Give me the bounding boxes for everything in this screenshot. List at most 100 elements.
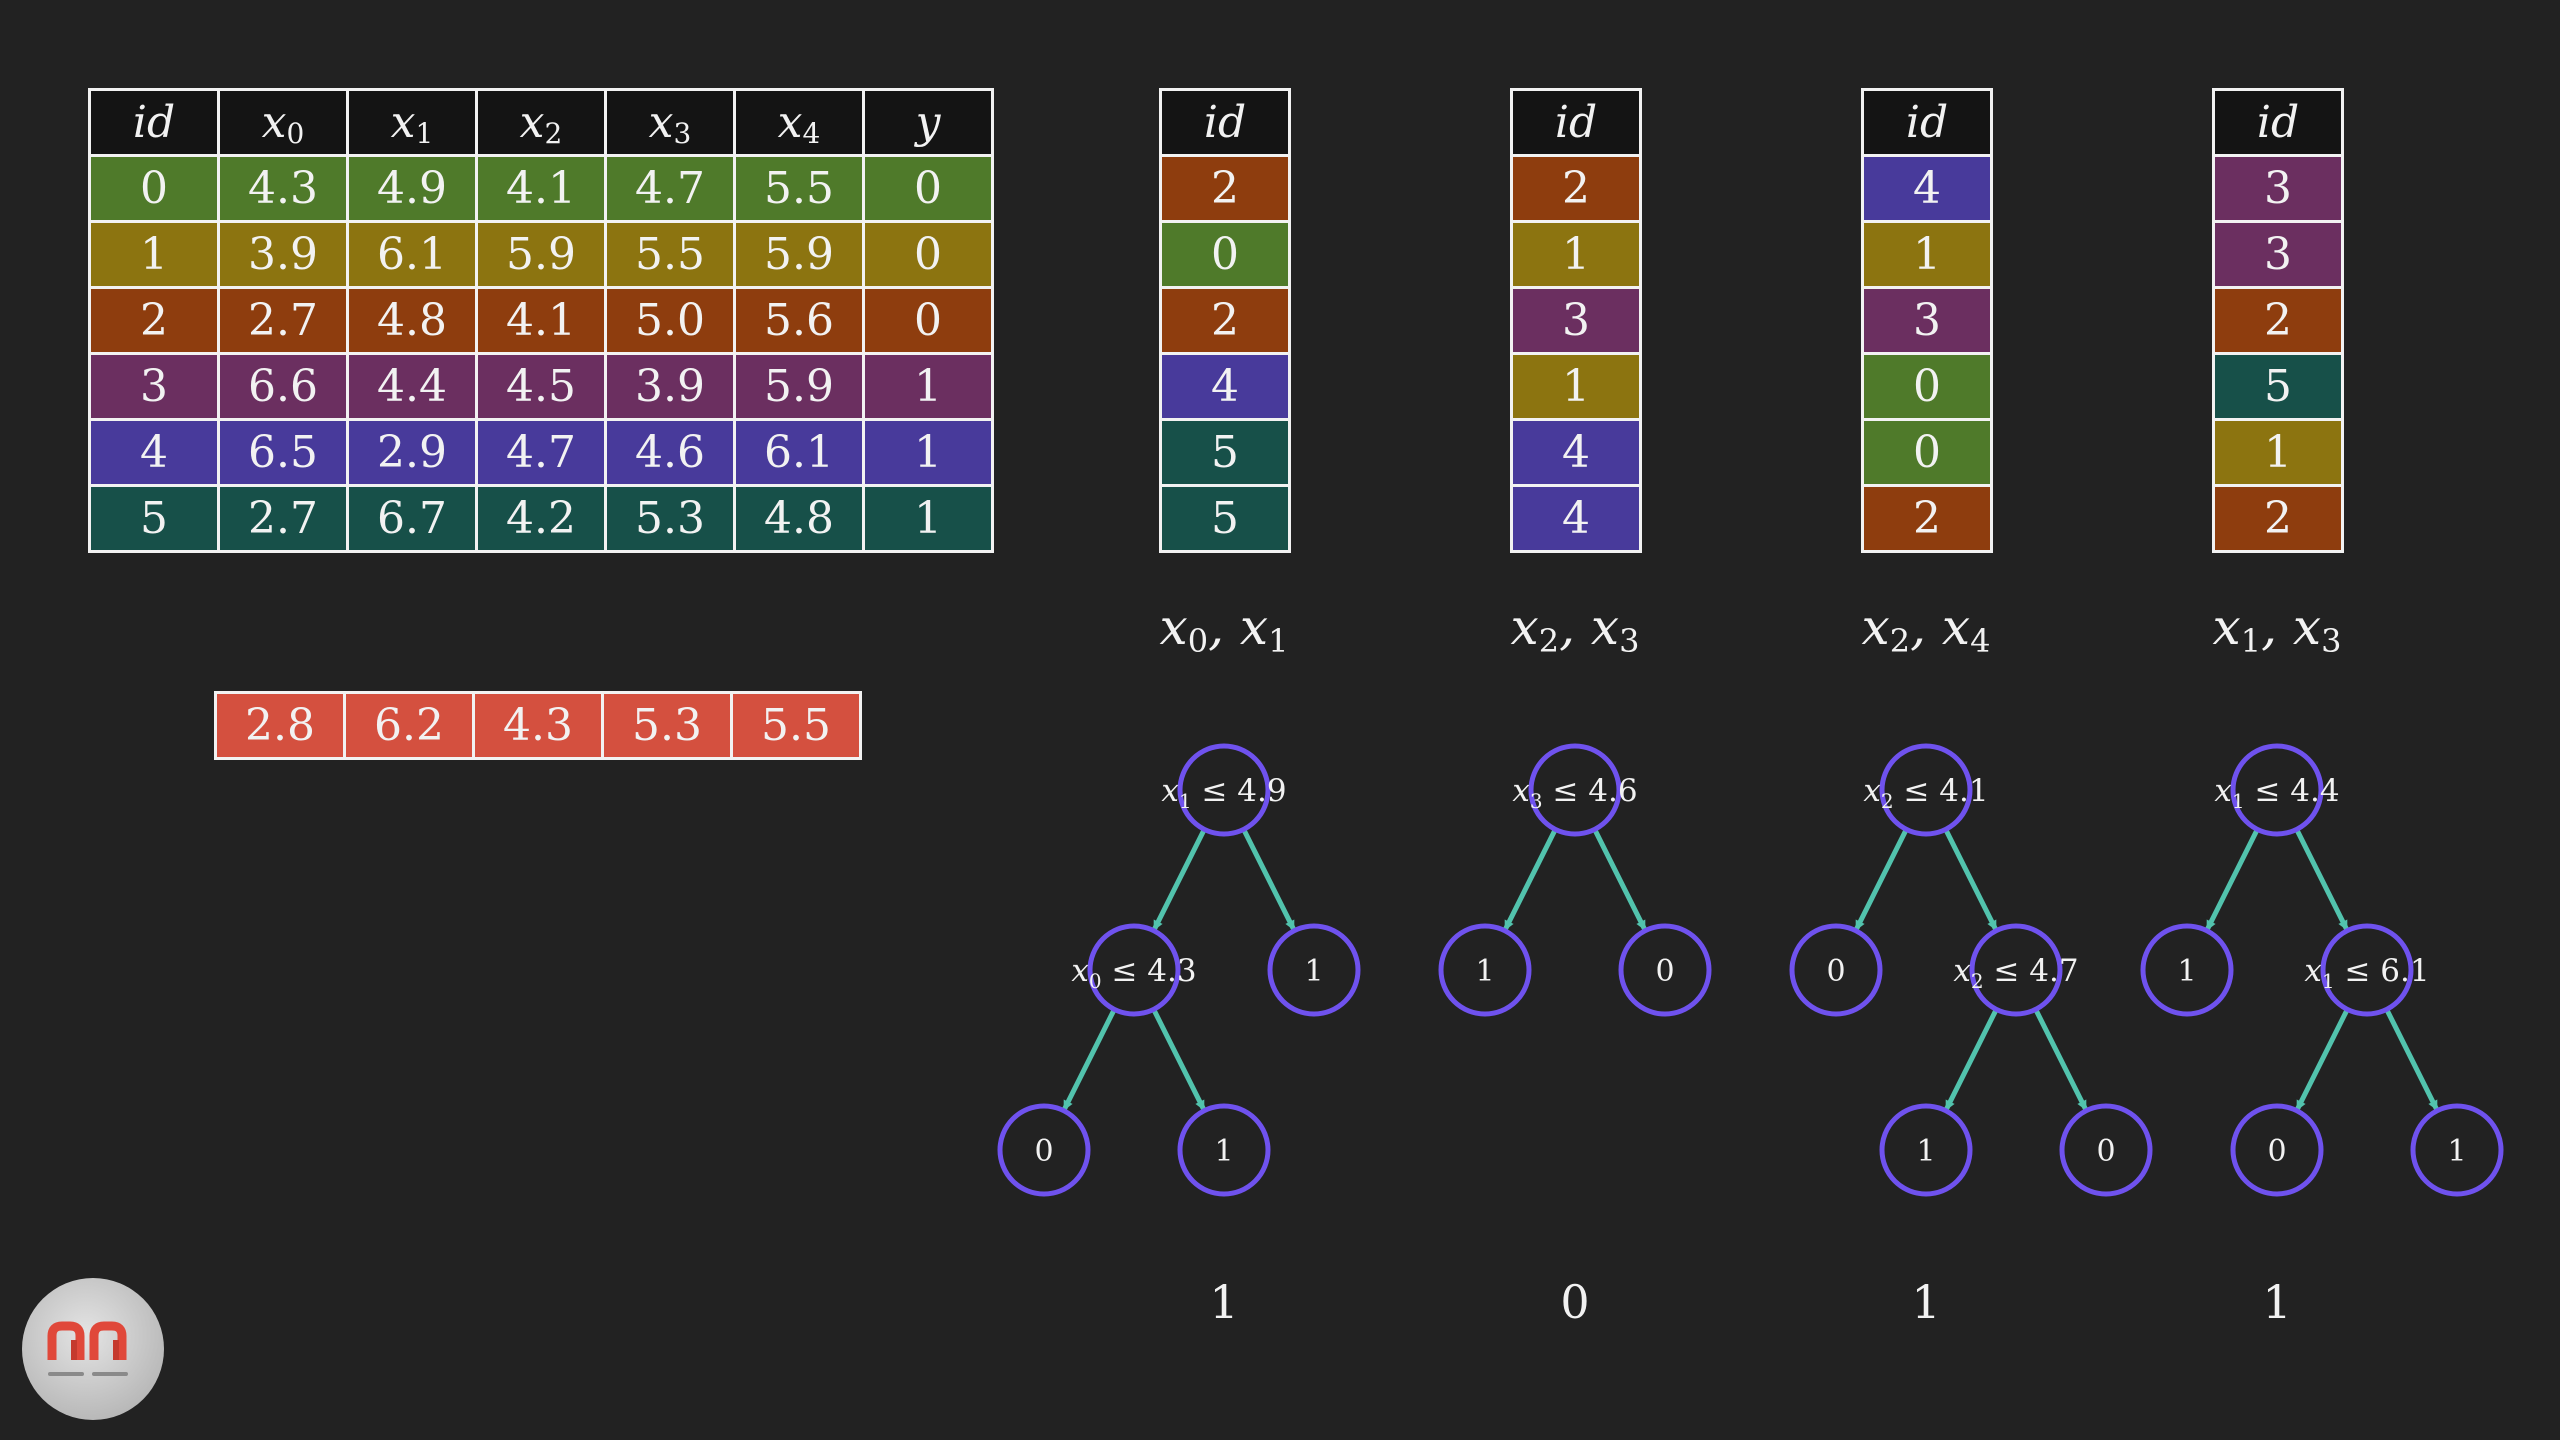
sample-id-cell: 4 — [1861, 154, 1993, 223]
table-cell: 5.6 — [733, 286, 865, 355]
table-cell: 1 — [862, 352, 994, 421]
nn-logo-icon — [22, 1278, 164, 1420]
tree-split-node — [1969, 923, 2063, 1017]
leaf-class-label: 1 — [1475, 954, 1494, 989]
table-cell: 0 — [862, 154, 994, 223]
query-row: 2.8 6.2 4.3 5.3 5.5 — [214, 691, 862, 760]
sample-id-cell: 1 — [1861, 220, 1993, 289]
tree-edge-arrow — [1944, 1008, 1999, 1111]
table-cell: 1 — [862, 484, 994, 553]
query-cell: 5.5 — [730, 691, 862, 760]
tree-prediction-2: 0 — [1560, 1275, 1590, 1329]
split-condition-label: x1 ≤ 4.9 — [1161, 773, 1286, 813]
leaf-class-label: 1 — [1916, 1134, 1935, 1169]
table-row: 5 2.7 6.7 4.2 5.3 4.8 1 — [88, 484, 994, 553]
header-x4: x4 — [733, 88, 865, 157]
sample-id-cell: 3 — [2212, 154, 2344, 223]
split-condition-label: x2 ≤ 4.7 — [1953, 953, 2078, 993]
leaf-class-label: 1 — [2447, 1134, 2466, 1169]
table-cell: 4.5 — [475, 352, 607, 421]
table-cell: 0 — [862, 220, 994, 289]
sample-header: id — [1510, 88, 1642, 157]
tree-edge-arrow — [1241, 828, 1296, 931]
header-x2: x2 — [475, 88, 607, 157]
table-cell: 5.3 — [604, 484, 736, 553]
table-cell: 5.9 — [733, 352, 865, 421]
bootstrap-sample-1: id 2 0 2 4 5 5 — [1159, 88, 1291, 553]
table-cell: 2.9 — [346, 418, 478, 487]
table-cell: 5.5 — [604, 220, 736, 289]
query-row-cells: 2.8 6.2 4.3 5.3 5.5 — [214, 691, 862, 760]
sample-id-cell: 5 — [1159, 484, 1291, 553]
header-id: id — [88, 88, 220, 157]
table-cell: 2 — [88, 286, 220, 355]
query-cell: 4.3 — [472, 691, 604, 760]
tree-leaf-node — [1879, 1103, 1973, 1197]
table-row: 0 4.3 4.9 4.1 4.7 5.5 0 — [88, 154, 994, 223]
sample-header: id — [2212, 88, 2344, 157]
table-cell: 4 — [88, 418, 220, 487]
table-cell: 6.1 — [733, 418, 865, 487]
tree-leaf-node — [2410, 1103, 2504, 1197]
nn-logo-glyph — [47, 1321, 128, 1376]
split-condition-label: x2 ≤ 4.1 — [1863, 773, 1988, 813]
sample-id-cell: 4 — [1159, 352, 1291, 421]
query-cell: 2.8 — [214, 691, 346, 760]
tree-split-node — [2230, 743, 2324, 837]
tree-prediction-4: 1 — [2262, 1275, 2292, 1329]
table-cell: 5.9 — [733, 220, 865, 289]
leaf-class-label: 0 — [1655, 954, 1674, 989]
tree-split-node — [1177, 743, 1271, 837]
header-x3: x3 — [604, 88, 736, 157]
sample-id-cell: 4 — [1510, 484, 1642, 553]
table-cell: 2.7 — [217, 484, 349, 553]
table-row: 1 3.9 6.1 5.9 5.5 5.9 0 — [88, 220, 994, 289]
split-condition-label: x1 ≤ 4.4 — [2214, 773, 2339, 813]
table-cell: 4.2 — [475, 484, 607, 553]
table-cell: 4.7 — [475, 418, 607, 487]
sample-id-cell: 3 — [2212, 220, 2344, 289]
tree-split-node — [1879, 743, 1973, 837]
table-row: 2 2.7 4.8 4.1 5.0 5.6 0 — [88, 286, 994, 355]
table-row: 4 6.5 2.9 4.7 4.6 6.1 1 — [88, 418, 994, 487]
bootstrap-sample-2: id 2 1 3 1 4 4 — [1510, 88, 1642, 553]
sample-id-cell: 2 — [1861, 484, 1993, 553]
sample-id-cell: 0 — [1861, 418, 1993, 487]
table-cell: 1 — [88, 220, 220, 289]
tree-edge-arrow — [1151, 1008, 1206, 1111]
table-cell: 3.9 — [217, 220, 349, 289]
table-row: 3 6.6 4.4 4.5 3.9 5.9 1 — [88, 352, 994, 421]
sample-id-cell: 2 — [2212, 484, 2344, 553]
sample-id-cell: 3 — [1510, 286, 1642, 355]
tree-edge-arrow — [1503, 828, 1558, 931]
table-cell: 4.7 — [604, 154, 736, 223]
table-cell: 4.6 — [604, 418, 736, 487]
table-cell: 3 — [88, 352, 220, 421]
tree-leaf-node — [997, 1103, 1091, 1197]
header-x1: x1 — [346, 88, 478, 157]
sample-id-cell: 0 — [1159, 220, 1291, 289]
tree-split-node — [1528, 743, 1622, 837]
table-cell: 3.9 — [604, 352, 736, 421]
table-cell: 6.5 — [217, 418, 349, 487]
table-cell: 2.7 — [217, 286, 349, 355]
sample-id-cell: 5 — [2212, 352, 2344, 421]
tree-prediction-3: 1 — [1911, 1275, 1941, 1329]
table-header-row: id x0 x1 x2 x3 x4 y — [88, 88, 994, 157]
table-cell: 5.0 — [604, 286, 736, 355]
tree-leaf-node — [2059, 1103, 2153, 1197]
sample-id-cell: 4 — [1510, 418, 1642, 487]
split-condition-label: x3 ≤ 4.6 — [1512, 773, 1637, 813]
tree-edge-arrow — [2205, 828, 2260, 931]
tree-edge-arrow — [1062, 1008, 1117, 1111]
feature-subset-label-1: x0, x1 — [1159, 598, 1289, 660]
tree-leaf-node — [2230, 1103, 2324, 1197]
tree-leaf-node — [1618, 923, 1712, 1017]
table-cell: 4.8 — [346, 286, 478, 355]
query-cell: 5.3 — [601, 691, 733, 760]
sample-id-cell: 2 — [2212, 286, 2344, 355]
sample-header: id — [1159, 88, 1291, 157]
tree-edge-arrow — [1592, 828, 1647, 931]
sample-id-cell: 1 — [1510, 352, 1642, 421]
